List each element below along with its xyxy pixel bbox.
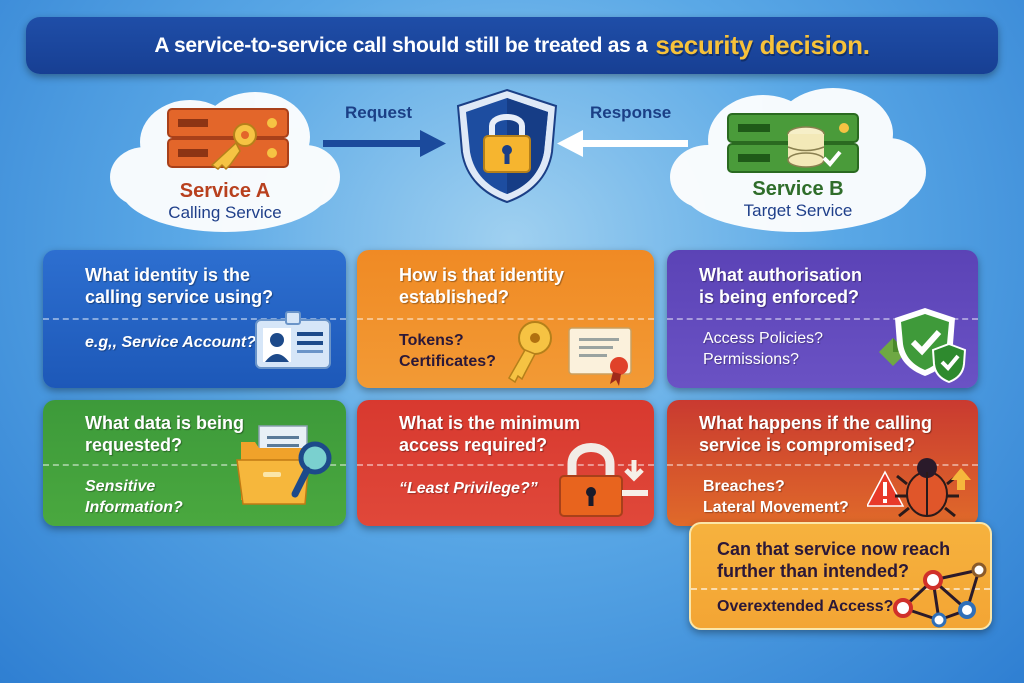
card-divider [43,464,346,466]
card-answer: e.g,, Service Account? [85,334,257,351]
card-question: What is the minimum access required? [399,413,581,455]
card-question: What happens if the calling service is c… [699,413,933,455]
response-arrow-icon [557,130,688,157]
card-answer: Sensitive Information? [85,478,183,516]
card-answer: Breaches? Lateral Movement? [703,478,849,516]
card-identity: What identity is the calling service usi… [43,250,346,388]
folder-search-icon [236,425,332,505]
card-answer: “Least Privilege?” [399,480,538,497]
card-data: What data is being requested? Sensitive … [43,400,346,526]
card-question: What authorisation is being enforced? [699,265,862,307]
card-divider [691,588,990,590]
banner-text: A service-to-service call should still b… [154,33,648,57]
card-divider [667,318,978,320]
card-divider [667,464,978,466]
card-divider [357,318,654,320]
shield-lock-icon [456,88,558,204]
card-reach: Can that service now reach further than … [689,522,992,630]
banner-highlight: security decision. [655,30,870,60]
id-badge-icon [255,311,331,369]
response-label: Response [590,103,672,122]
service-b-cloud: Service B Target Service [668,82,928,242]
card-establishment: How is that identity established? Tokens… [357,250,654,388]
title-banner: A service-to-service call should still b… [26,17,998,74]
card-least-privilege: What is the minimum access required? “Le… [357,400,654,526]
service-a-cloud: Service A Calling Service [110,82,340,242]
card-question: Can that service now reach further than … [717,539,951,581]
card-answer: Overextended Access? [717,598,894,615]
service-a-name: Service A [179,180,271,202]
card-divider [357,464,654,466]
request-label: Request [345,103,413,122]
request-arrow-icon [323,130,446,157]
card-divider [43,318,346,320]
server-key-icon [167,108,289,171]
card-answer: Access Policies? Permissions? [703,330,824,368]
card-compromise: What happens if the calling service is c… [667,400,978,526]
network-graph-icon [893,562,987,628]
card-authorisation: What authorisation is being enforced? Ac… [667,250,978,388]
padlock-download-icon [559,443,648,517]
shield-check-icon [879,308,967,384]
card-question: What identity is the calling service usi… [85,265,274,307]
service-b-name: Service B [752,178,844,200]
key-certificate-icon [508,321,632,386]
card-question: How is that identity established? [399,265,565,307]
card-question: What data is being requested? [85,413,245,455]
service-a-role: Calling Service [168,203,282,222]
server-database-icon [727,113,859,173]
card-answer: Tokens? Certificates? [399,332,496,370]
bug-warning-icon [867,458,971,518]
service-b-role: Target Service [743,201,853,220]
